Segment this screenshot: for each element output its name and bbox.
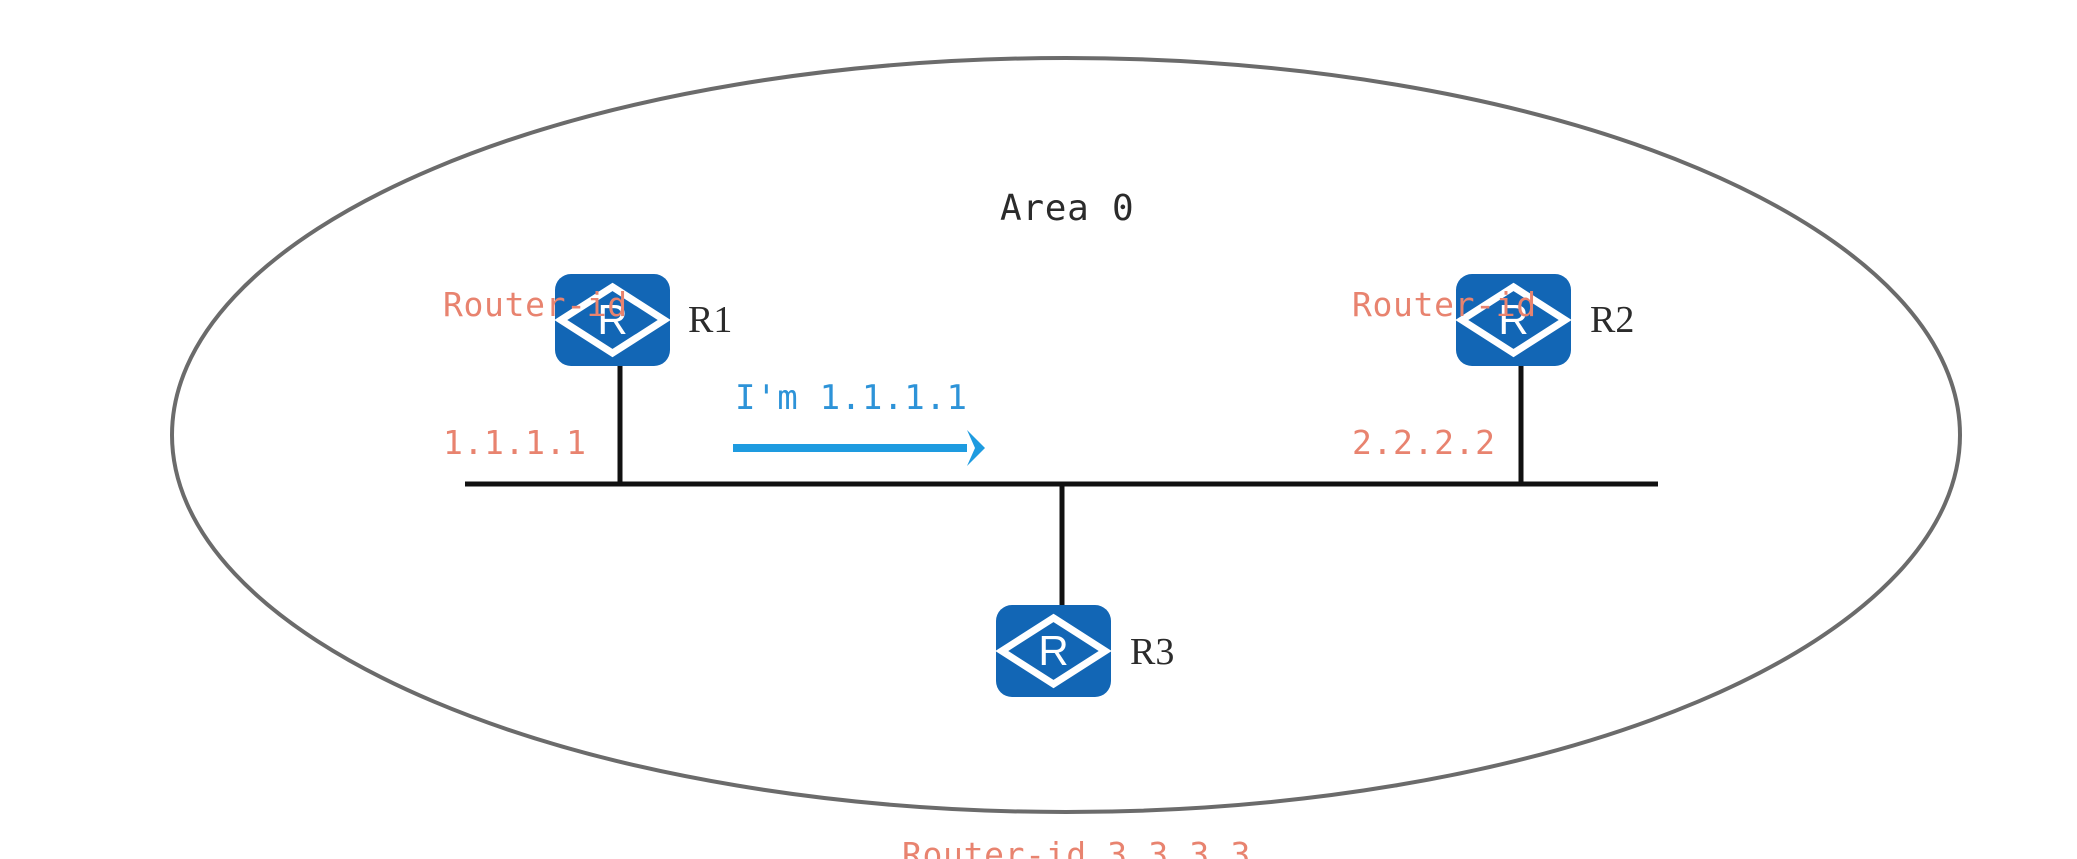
area-boundary-ellipse: [170, 56, 1962, 814]
router-name-r1: R1: [688, 299, 733, 341]
message-arrow-head: [967, 430, 985, 466]
area-label: Area 0: [1000, 188, 1135, 229]
router-name-r2: R2: [1590, 299, 1635, 341]
router-icon-r1[interactable]: R: [554, 274, 671, 366]
router-id-line-1: Router-id 3.3.3.3: [902, 835, 1251, 859]
message-label: I'm 1.1.1.1: [735, 378, 968, 418]
router-id-line-2: 2.2.2.2: [1352, 423, 1496, 462]
router-id-line-2: 1.1.1.1: [443, 423, 587, 462]
router-icon-r2[interactable]: R: [1455, 274, 1572, 366]
router-id-line-1: Router-id: [443, 285, 628, 324]
router-id-label-r1: Router-id 1.1.1.1: [443, 190, 628, 558]
router-id-label-r2: Router-id 2.2.2.2: [1352, 190, 1537, 558]
svg-text:R: R: [1498, 296, 1528, 343]
svg-text:R: R: [1038, 627, 1068, 674]
router-id-line-1: Router-id: [1352, 285, 1537, 324]
router-icon-r3[interactable]: R: [995, 605, 1112, 697]
router-id-label-r3: Router-id 3.3.3.3: [902, 740, 1251, 859]
router-name-r3: R3: [1130, 631, 1175, 673]
message-arrow: [733, 430, 985, 466]
svg-text:R: R: [597, 296, 627, 343]
